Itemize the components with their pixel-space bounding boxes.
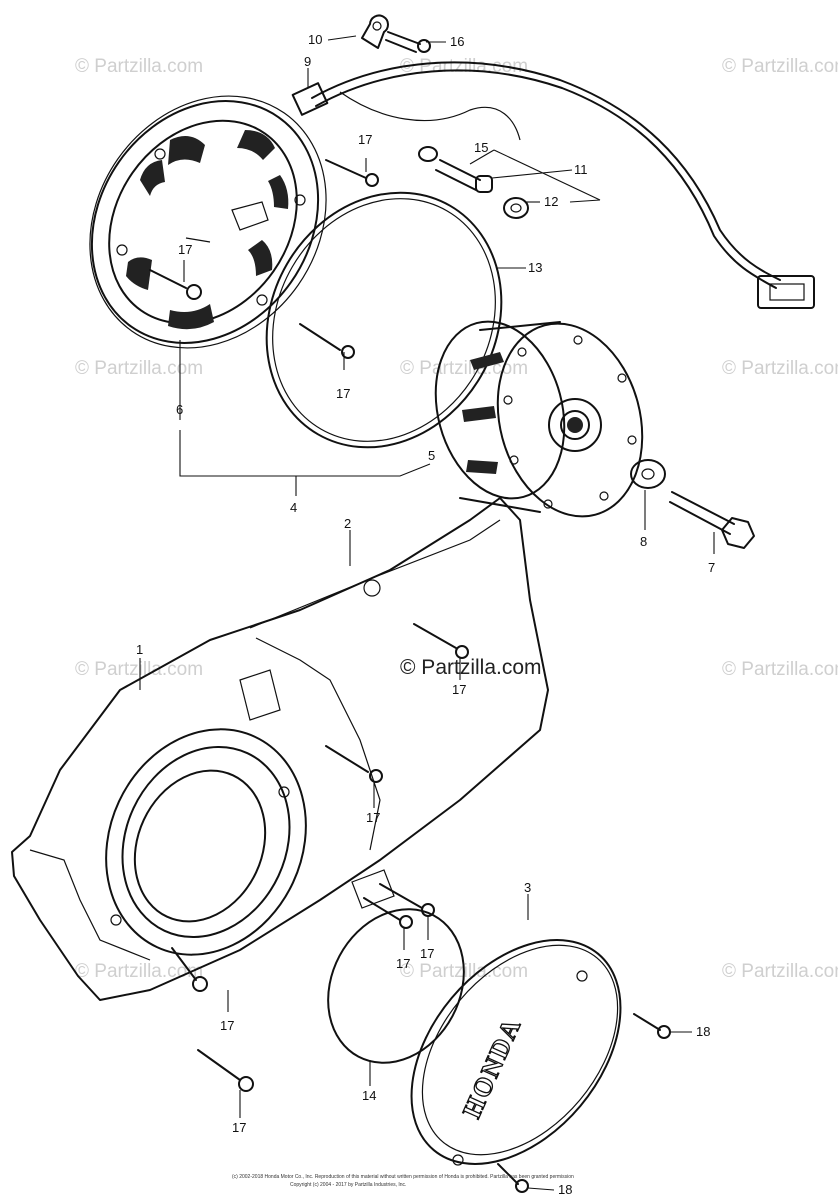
watermark: © Partzilla.com [722,659,838,680]
watermark: © Partzilla.com [722,961,838,982]
callout-17: 17 [420,946,434,961]
callout-17: 17 [358,132,372,147]
honda-logo-text: HONDA [457,1013,527,1122]
callout-5: 5 [428,448,435,463]
o-ring [327,908,465,1064]
callout-labels: 6 4 5 2 1 3 8 7 9 10 15 11 12 13 16 17 1… [136,32,715,1197]
flywheel-bolt [669,491,755,549]
callout-15: 15 [474,140,488,155]
callout-3: 3 [524,880,531,895]
callout-17: 17 [452,682,466,697]
washer [630,459,666,489]
watermark: © Partzilla.com [75,358,203,379]
callout-8: 8 [640,534,647,549]
callout-17: 17 [232,1120,246,1135]
callout-6: 6 [176,402,183,417]
callout-17: 17 [396,956,410,971]
watermark-grid: © Partzilla.com © Partzilla.com © Partzi… [75,56,838,982]
watermark: © Partzilla.com [75,961,203,982]
callout-18: 18 [696,1024,710,1039]
screws-lower [171,623,469,1092]
watermark: © Partzilla.com [75,56,203,77]
crankcase-cover [11,497,549,1001]
rotor-part [434,320,644,518]
callout-17: 17 [366,810,380,825]
callout-13: 13 [528,260,542,275]
callout-18: 18 [558,1182,572,1197]
callout-2: 2 [344,516,351,531]
leader-lines [139,35,715,1191]
watermark: © Partzilla.com [75,659,203,680]
watermark: © Partzilla.com [722,358,838,379]
callout-17: 17 [336,386,350,401]
shaft-parts [385,31,529,219]
callout-1: 1 [136,642,143,657]
screws-upper [149,159,379,359]
watermark-main: © Partzilla.com [400,656,542,679]
callout-16: 16 [450,34,464,49]
honda-cap: HONDA [410,939,622,1166]
stator-part [89,95,327,349]
callout-4: 4 [290,500,297,515]
wire-harness [291,14,815,309]
callout-7: 7 [708,560,715,575]
callout-17: 17 [178,242,192,257]
callout-11: 11 [574,162,588,177]
footer-copyright-2: Copyright (c) 2004 - 2017 by Partzilla I… [290,1182,406,1188]
callout-14: 14 [362,1088,376,1103]
callout-17: 17 [220,1018,234,1033]
watermark: © Partzilla.com [722,56,838,77]
callout-10: 10 [308,32,322,47]
gasket-ring [265,191,503,449]
callout-12: 12 [544,194,558,209]
callout-9: 9 [304,54,311,69]
footer-copyright: (c) 2002-2018 Honda Motor Co., Inc. Repr… [232,1174,574,1180]
watermark: © Partzilla.com [400,358,528,379]
